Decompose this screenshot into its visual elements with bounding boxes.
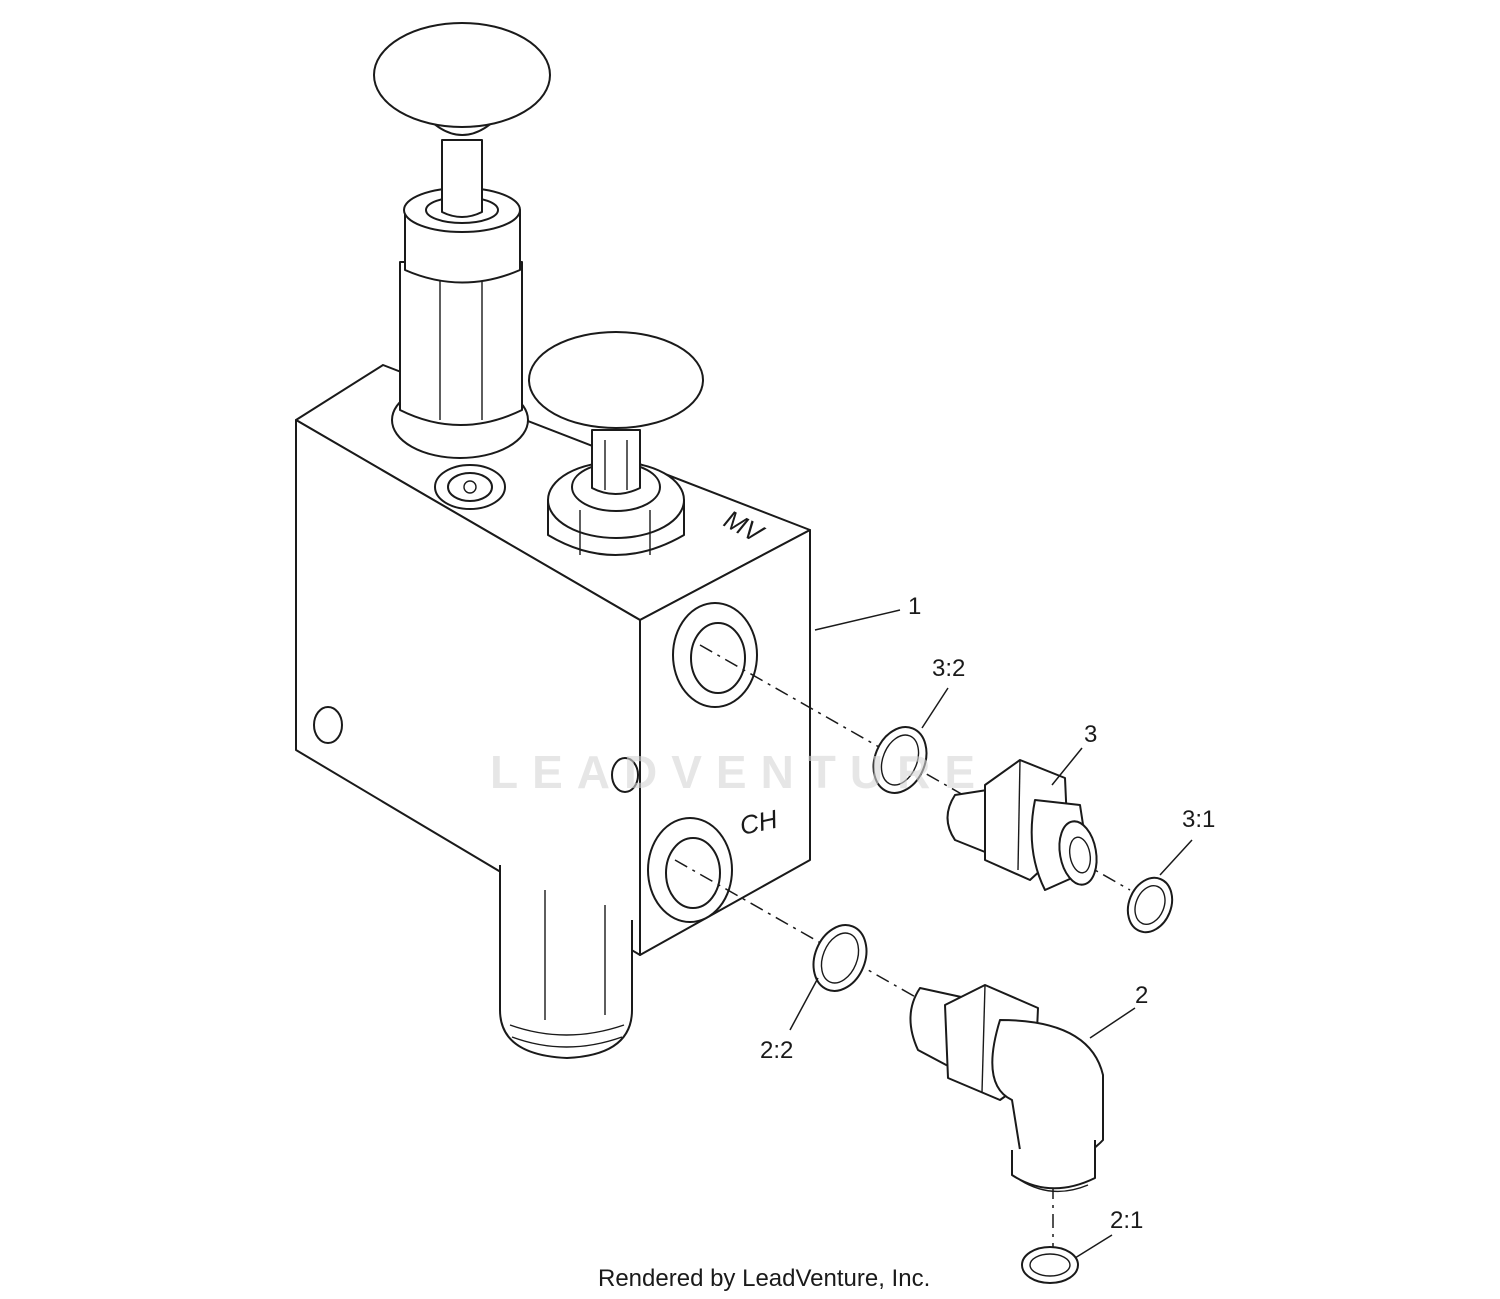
leader-2-2	[789, 977, 819, 1031]
callout-3-1: 3:1	[1182, 806, 1215, 833]
callout-2: 2	[1135, 982, 1148, 1009]
leader-2	[1089, 1007, 1136, 1039]
leader-2-1	[1074, 1234, 1113, 1259]
relief-valve-tall	[373, 22, 551, 459]
leader-3-1	[1159, 839, 1193, 876]
leader-3-2	[921, 687, 949, 729]
centerline-ch	[674, 859, 1006, 1049]
o-ring-3-2	[872, 726, 928, 794]
callout-1: 1	[908, 593, 921, 620]
callout-2-1: 2:1	[1110, 1207, 1143, 1234]
elbow-fitting	[909, 984, 1104, 1193]
straight-fitting	[946, 759, 1098, 891]
leader-3	[1051, 747, 1083, 786]
callout-3-2: 3:2	[932, 655, 965, 682]
o-ring-2-2	[812, 924, 868, 992]
leader-1	[814, 609, 901, 631]
valve-short	[528, 331, 704, 556]
o-ring-2-1	[1021, 1246, 1079, 1284]
footer-credit: Rendered by LeadVenture, Inc.	[598, 1265, 930, 1292]
o-ring-3-1	[1126, 876, 1174, 934]
callout-3: 3	[1084, 721, 1097, 748]
watermark-text: LEADVENTURE	[490, 746, 989, 798]
valve-block	[295, 364, 811, 956]
callout-2-2: 2:2	[760, 1037, 793, 1064]
bottom-cartridge	[499, 865, 633, 1059]
